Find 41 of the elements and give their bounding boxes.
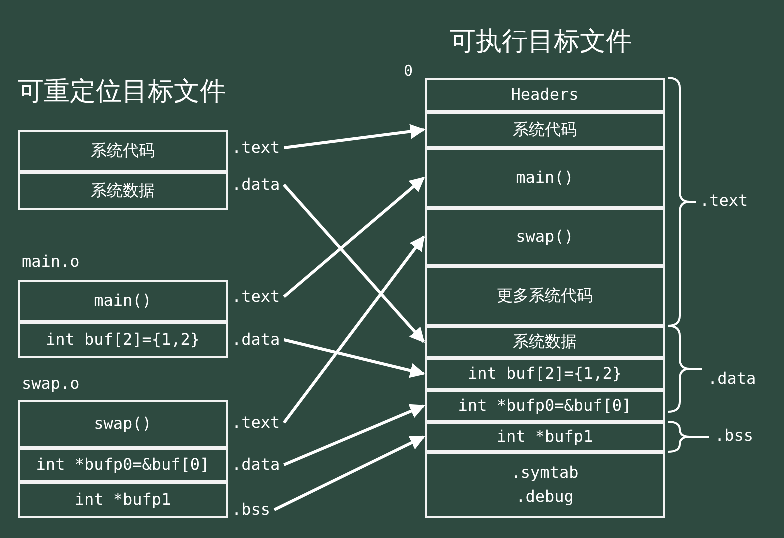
section-label: .data [232, 174, 290, 196]
file-name: main.o [22, 252, 80, 271]
section-name: .symtab [511, 462, 579, 484]
heading: 可重定位目标文件 [18, 76, 226, 109]
memory-block: main() [18, 280, 228, 322]
memory-block [425, 452, 665, 518]
memory-block: int *bufp1 [425, 422, 665, 452]
memory-block: main() [425, 148, 665, 208]
section-name: .debug [516, 486, 574, 508]
memory-block: 系统数据 [18, 172, 228, 210]
section-label: .text [232, 412, 290, 434]
memory-block: 系统代码 [425, 112, 665, 148]
memory-block: swap() [425, 208, 665, 266]
section-label: .text [232, 137, 290, 159]
section-label: .data [232, 329, 290, 351]
section-label: .data [708, 369, 756, 388]
section-label: .text [700, 191, 748, 210]
memory-block: Headers [425, 78, 665, 112]
arrow [284, 338, 426, 378]
arrow [282, 236, 426, 424]
section-label: .bss [715, 426, 754, 445]
memory-block: 更多系统代码 [425, 266, 665, 326]
arrow [283, 176, 426, 298]
section-label: .data [232, 454, 290, 476]
address-label: 0 [404, 62, 414, 80]
file-name: swap.o [22, 374, 80, 393]
memory-block: int *bufp0=&buf[0] [425, 390, 665, 422]
heading: 可执行目标文件 [450, 26, 632, 59]
memory-block: 系统数据 [425, 326, 665, 358]
arrow [283, 184, 426, 344]
memory-block: int buf[2]={1,2} [18, 322, 228, 358]
arrow [284, 404, 426, 466]
memory-block: int *bufp1 [18, 482, 228, 518]
memory-block: int *bufp0=&buf[0] [18, 448, 228, 482]
arrow [274, 436, 426, 512]
memory-block: swap() [18, 400, 228, 448]
memory-block: int buf[2]={1,2} [425, 358, 665, 390]
section-label: .bss [232, 499, 282, 521]
arrow [284, 124, 426, 150]
memory-block: 系统代码 [18, 130, 228, 172]
section-label: .text [232, 286, 290, 308]
